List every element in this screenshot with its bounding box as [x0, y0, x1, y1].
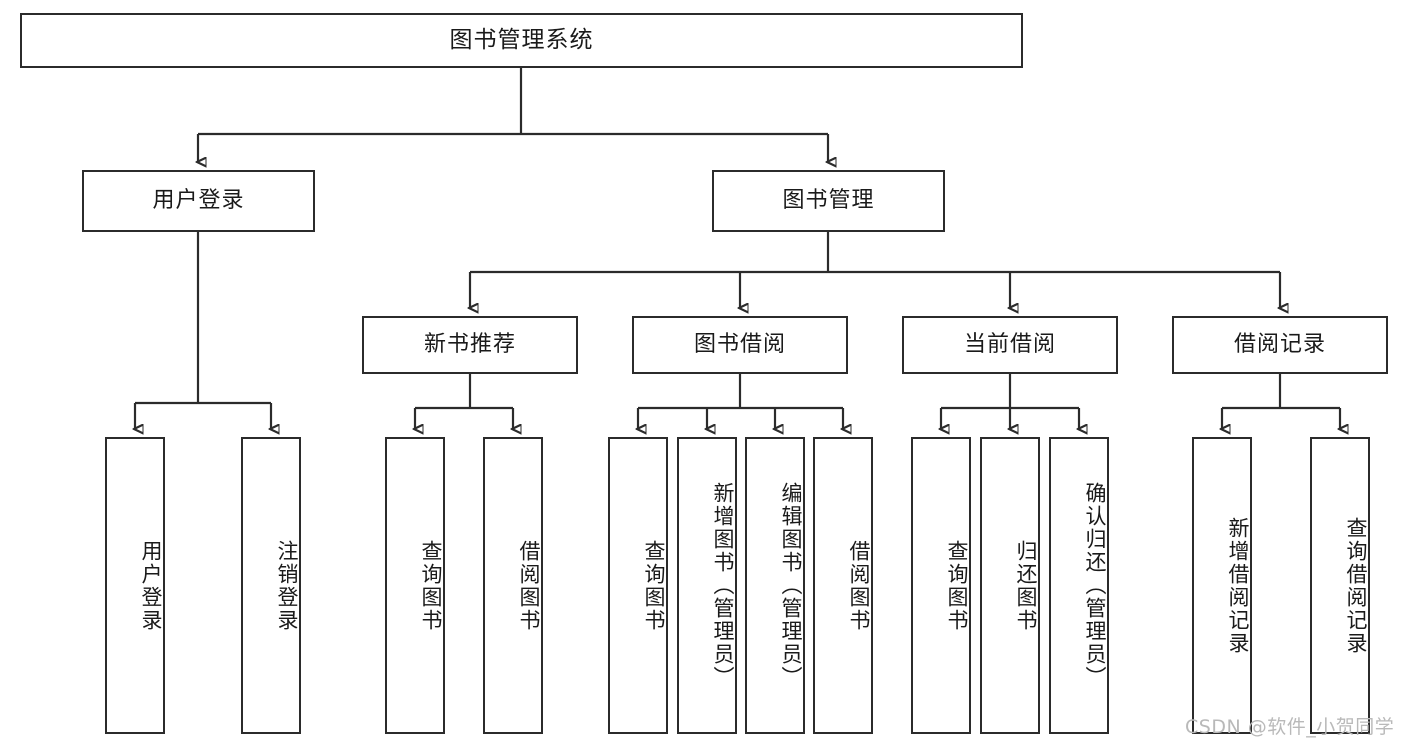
- node-book-borrow[interactable]: 图书借阅: [632, 316, 848, 374]
- node-label: 注销登录: [275, 539, 299, 632]
- csdn-watermark: CSDN @软件_小贺同学: [1185, 716, 1395, 738]
- node-label: 图书借阅: [693, 331, 786, 357]
- leaf-current-borrow-query-book[interactable]: 查询图书: [911, 437, 971, 734]
- leaf-user-login-login[interactable]: 用户登录: [105, 437, 165, 734]
- node-root-book-management-system[interactable]: 图书管理系统: [20, 13, 1023, 68]
- node-label: 新书推荐: [423, 331, 516, 357]
- node-label: 图书管理系统: [449, 26, 594, 53]
- leaf-new-book-borrow-book[interactable]: 借阅图书: [483, 437, 543, 734]
- node-borrow-record[interactable]: 借阅记录: [1172, 316, 1388, 374]
- node-label: 用户登录: [152, 187, 245, 213]
- node-label: 新增图书（管理员）: [711, 482, 735, 689]
- node-label: 图书管理: [782, 187, 875, 213]
- node-label: 借阅图书: [517, 539, 541, 632]
- leaf-user-login-logout[interactable]: 注销登录: [241, 437, 301, 734]
- node-label: 当前借阅: [963, 331, 1056, 357]
- node-label: 查询借阅记录: [1344, 516, 1368, 655]
- leaf-book-borrow-edit-book-admin[interactable]: 编辑图书（管理员）: [745, 437, 805, 734]
- node-label: 查询图书: [419, 539, 443, 632]
- node-label: 新增借阅记录: [1226, 516, 1250, 655]
- node-label: 用户登录: [139, 539, 163, 632]
- leaf-current-borrow-return-book[interactable]: 归还图书: [980, 437, 1040, 734]
- leaf-book-borrow-borrow-book[interactable]: 借阅图书: [813, 437, 873, 734]
- node-current-borrow[interactable]: 当前借阅: [902, 316, 1118, 374]
- node-label: 归还图书: [1014, 539, 1038, 632]
- leaf-book-borrow-query-book[interactable]: 查询图书: [608, 437, 668, 734]
- node-label: 编辑图书（管理员）: [779, 482, 803, 689]
- leaf-book-borrow-add-book-admin[interactable]: 新增图书（管理员）: [677, 437, 737, 734]
- node-label: 查询图书: [945, 539, 969, 632]
- node-label: 查询图书: [642, 539, 666, 632]
- leaf-borrow-record-query-record[interactable]: 查询借阅记录: [1310, 437, 1370, 734]
- node-label: 借阅图书: [847, 539, 871, 632]
- node-new-book-recommend[interactable]: 新书推荐: [362, 316, 578, 374]
- node-label: 借阅记录: [1233, 331, 1326, 357]
- leaf-borrow-record-add-record[interactable]: 新增借阅记录: [1192, 437, 1252, 734]
- leaf-new-book-query-book[interactable]: 查询图书: [385, 437, 445, 734]
- node-user-login[interactable]: 用户登录: [82, 170, 315, 232]
- leaf-current-borrow-confirm-return-admin[interactable]: 确认归还（管理员）: [1049, 437, 1109, 734]
- node-label: 确认归还（管理员）: [1083, 482, 1107, 689]
- node-book-management[interactable]: 图书管理: [712, 170, 945, 232]
